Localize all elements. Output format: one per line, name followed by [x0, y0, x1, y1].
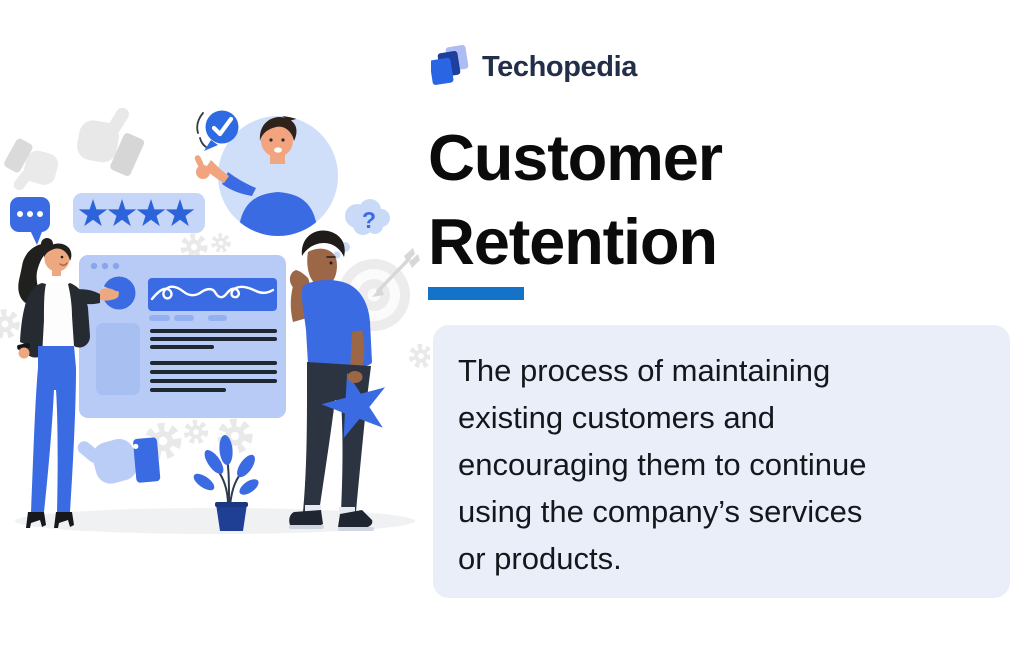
title-underline-accent: [428, 287, 524, 300]
tag-chips: [149, 315, 227, 321]
plant: [193, 435, 259, 531]
squiggle-line-chart: [148, 278, 277, 311]
definition-text-line: encouraging them to continue: [458, 447, 867, 482]
speech-bubble-icon: [10, 197, 50, 245]
question-cloud-icon: ?: [333, 199, 390, 259]
check-badge-icon: [196, 110, 239, 151]
page-title: Customer Retention: [428, 116, 723, 284]
text-lines: [150, 329, 277, 392]
definition-text-line: using the company’s services: [458, 494, 863, 529]
brand-name: Techopedia: [482, 50, 637, 83]
title-line-1: Customer: [428, 121, 723, 194]
definition-text-line: existing customers and: [458, 400, 776, 435]
definition-text-line: The process of maintaining: [458, 353, 831, 388]
woman-pointing: [17, 238, 119, 528]
thumbs-down-icon: [4, 138, 59, 191]
question-mark-glyph: ?: [362, 207, 376, 233]
brand-logo: Techopedia: [431, 44, 637, 90]
man-thinking: [289, 230, 395, 531]
window-dots-icon: [90, 262, 120, 270]
customer-feedback-illustration: ?: [0, 107, 430, 534]
verified-avatar: [194, 116, 338, 236]
title-line-2: Retention: [428, 205, 718, 278]
sidebar-block: [96, 323, 140, 395]
browser-window: [79, 255, 286, 418]
techopedia-logo-icon: [431, 45, 469, 85]
definition-text-line: or products.: [458, 541, 622, 576]
four-star-rating: [73, 193, 205, 233]
blue-thumbs-up-icon: [77, 437, 161, 484]
thumbs-up-icon: [77, 107, 145, 177]
definition-card: The process of maintaining existing cust…: [433, 325, 1010, 598]
